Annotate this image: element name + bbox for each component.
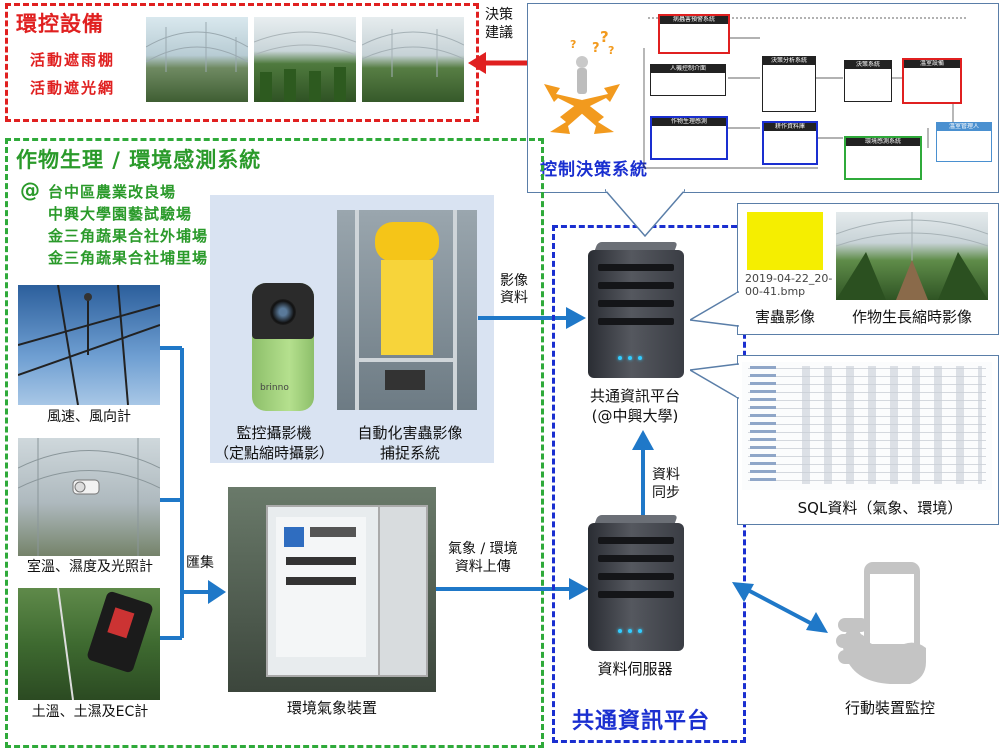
flow-box-env-sensing: 環境感測系統 bbox=[844, 136, 922, 180]
weather-upload-arrow bbox=[436, 578, 589, 600]
site-nchu: 中興大學園藝試驗場 bbox=[48, 205, 193, 223]
pest-capture-label-line2: 捕捉系統 bbox=[379, 444, 440, 462]
flow-box-farming-db-title: 耕作資料庫 bbox=[764, 123, 816, 131]
timelapse-image bbox=[836, 212, 988, 300]
mobile-sync-arrow bbox=[732, 582, 828, 633]
sql-data-table bbox=[742, 362, 992, 490]
greenhouse-photo-2 bbox=[254, 17, 356, 102]
sql-data-label: SQL資料（氣象、環境） bbox=[797, 499, 963, 517]
mobile-phone-icon bbox=[836, 562, 926, 684]
platform-server-icon bbox=[588, 242, 684, 378]
flow-box-hmi-title: 人機控制介面 bbox=[651, 65, 725, 73]
data-server-icon bbox=[588, 515, 684, 651]
flow-box-greenhouse-equipment-title: 溫室設備 bbox=[904, 60, 960, 68]
surveillance-camera-image: brinno bbox=[248, 283, 322, 413]
weather-station-image bbox=[228, 487, 436, 692]
temp-humidity-sensor-photo bbox=[18, 438, 160, 556]
soil-sensor-photo bbox=[18, 588, 160, 700]
data-server-label: 資料伺服器 bbox=[597, 660, 673, 678]
decision-panel-pointer bbox=[605, 188, 685, 238]
sql-panel-pointer bbox=[690, 363, 740, 400]
flow-box-greenhouse-equipment: 溫室設備 bbox=[902, 58, 962, 104]
platform-server-label-line2: (@中興大學) bbox=[591, 407, 679, 425]
site-waipu: 金三角蔬果合社外埔場 bbox=[48, 227, 209, 245]
camera-brand-text: brinno bbox=[260, 383, 289, 393]
thinking-person-icon: ? ? ? ? bbox=[544, 28, 620, 134]
flow-box-crop-sensing-title: 作物生理感測 bbox=[652, 118, 726, 126]
pest-image-label: 害蟲影像 bbox=[754, 308, 815, 326]
svg-text:?: ? bbox=[608, 44, 614, 57]
decision-system-title: 控制決策系統 bbox=[540, 160, 648, 180]
platform-server-label-line1: 共通資訊平台 bbox=[589, 387, 680, 405]
pest-sticky-image bbox=[747, 212, 823, 270]
crop-env-sensing-box bbox=[5, 138, 544, 748]
wind-sensor-label: 風速、風向計 bbox=[47, 409, 131, 425]
flow-box-farming-db: 耕作資料庫 bbox=[762, 121, 818, 165]
site-puli: 金三角蔬果合社埔里場 bbox=[48, 249, 209, 267]
temp-humidity-sensor-label: 室溫、濕度及光照計 bbox=[27, 559, 153, 575]
env-control-title: 環控設備 bbox=[16, 12, 104, 36]
greenhouse-photo-3 bbox=[362, 17, 464, 102]
decision-flowchart: 病蟲害預警系統 人機控制介面 作物生理感測 決策分析系統 耕作資料庫 決策系統 … bbox=[628, 8, 992, 184]
aggregate-bracket-arrow bbox=[160, 346, 226, 640]
svg-text:?: ? bbox=[600, 28, 609, 46]
flow-box-decision-system: 決策系統 bbox=[844, 60, 892, 102]
pest-image-filename: 2019-04-22_20-00-41.bmp bbox=[745, 272, 833, 298]
flow-box-greenhouse-manager-title: 溫室管理人 bbox=[937, 123, 991, 131]
flow-box-decision-analysis: 決策分析系統 bbox=[762, 56, 816, 112]
svg-text:?: ? bbox=[570, 38, 576, 51]
env-control-item-shade: 活動遮光網 bbox=[30, 79, 116, 97]
image-output-pointer bbox=[690, 290, 740, 327]
env-control-item-rain: 活動遮雨棚 bbox=[30, 51, 116, 69]
timelapse-label: 作物生長縮時影像 bbox=[851, 308, 972, 326]
soil-sensor-label: 土溫、土濕及EC計 bbox=[31, 704, 149, 720]
camera-label-line1: 監控攝影機 bbox=[236, 424, 312, 442]
image-data-label: 影像 資料 bbox=[500, 273, 528, 306]
flow-box-decision-analysis-title: 決策分析系統 bbox=[763, 57, 815, 65]
pest-capture-device-image bbox=[337, 210, 477, 410]
flow-box-pest-warning: 病蟲害預警系統 bbox=[658, 14, 730, 54]
pest-capture-label-line1: 自動化害蟲影像 bbox=[357, 424, 463, 442]
weather-upload-label: 氣象 / 環境 資料上傳 bbox=[448, 541, 518, 575]
sites-at-symbol: @ bbox=[20, 178, 40, 202]
site-taichung: 台中區農業改良場 bbox=[48, 183, 177, 201]
flow-box-env-sensing-title: 環境感測系統 bbox=[846, 138, 920, 146]
data-sync-arrow bbox=[632, 430, 654, 518]
flow-box-greenhouse-manager: 溫室管理人 bbox=[936, 122, 992, 162]
flow-box-hmi: 人機控制介面 bbox=[650, 64, 726, 96]
aggregate-label: 匯集 bbox=[186, 555, 214, 571]
flow-box-crop-sensing: 作物生理感測 bbox=[650, 116, 728, 160]
wind-sensor-photo bbox=[18, 285, 160, 405]
svg-text:?: ? bbox=[592, 41, 600, 56]
info-platform-title: 共通資訊平台 bbox=[572, 709, 711, 734]
flow-box-pest-warning-title: 病蟲害預警系統 bbox=[660, 16, 728, 24]
data-sync-label: 資料 同步 bbox=[652, 467, 680, 501]
camera-label-line2: （定點縮時攝影） bbox=[213, 444, 334, 462]
decision-suggestion-label: 決策 建議 bbox=[485, 7, 513, 41]
flow-box-decision-system-title: 決策系統 bbox=[845, 61, 891, 69]
greenhouse-photo-1 bbox=[146, 17, 248, 102]
weather-station-label: 環境氣象裝置 bbox=[286, 699, 377, 717]
mobile-monitor-label: 行動裝置監控 bbox=[844, 699, 935, 717]
crop-env-sensing-title: 作物生理 / 環境感測系統 bbox=[16, 148, 262, 172]
